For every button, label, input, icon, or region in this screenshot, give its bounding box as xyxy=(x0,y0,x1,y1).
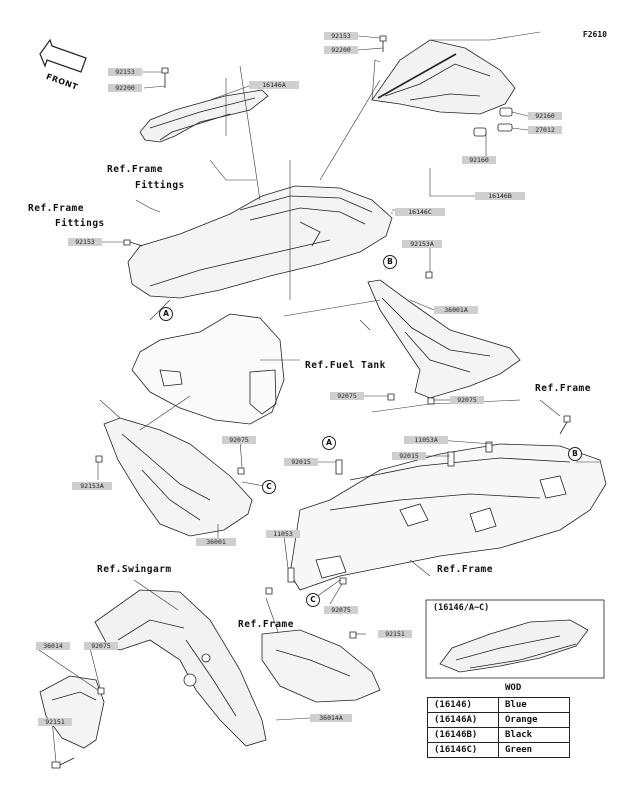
legend-code: (16146) xyxy=(427,697,499,713)
legend-row: (16146) Blue xyxy=(427,697,570,713)
part-label: 36014 xyxy=(36,642,70,650)
callout-marker: C xyxy=(262,480,276,494)
ref-label: Ref.Frame xyxy=(107,164,163,175)
callout-marker: A xyxy=(322,436,336,450)
part-label: 92151 xyxy=(378,630,412,638)
inset-box xyxy=(425,599,605,679)
callout-marker: C xyxy=(306,593,320,607)
part-label: 92153A xyxy=(72,482,112,490)
part-label: 27012 xyxy=(528,126,562,134)
legend-color: Green xyxy=(498,742,570,758)
color-legend-table: (16146) Blue (16146A) Orange (16146B) Bl… xyxy=(427,697,570,758)
part-label: 92075 xyxy=(450,396,484,404)
callout-marker: B xyxy=(383,255,397,269)
inset-title: (16146/A~C) xyxy=(433,603,490,613)
part-label: 36014A xyxy=(310,714,352,722)
legend-code: (16146C) xyxy=(427,742,499,758)
diagram-id: F2610 xyxy=(582,30,607,39)
ref-label: Ref.Frame xyxy=(437,564,493,575)
side-cover-right xyxy=(367,279,521,399)
leader-lines xyxy=(35,31,600,763)
part-label: 92015 xyxy=(392,452,426,460)
chain-guard-36014 xyxy=(39,675,105,749)
legend-row: (16146C) Green xyxy=(427,742,570,758)
part-label: 16146A xyxy=(249,81,299,89)
legend-row: (16146A) Orange xyxy=(427,712,570,728)
ref-label: Fittings xyxy=(55,218,105,229)
bolt-icons xyxy=(51,35,571,769)
swingarm xyxy=(94,589,267,747)
ref-label: Fittings xyxy=(135,180,185,191)
pad-92160-icon xyxy=(499,107,513,117)
part-label: 92200 xyxy=(108,84,142,92)
part-label: 16146B xyxy=(475,192,525,200)
seat-cowl-tail-piece xyxy=(371,39,516,115)
part-label: 92200 xyxy=(324,46,358,54)
part-label: 92075 xyxy=(84,642,118,650)
legend-code: (16146B) xyxy=(427,727,499,743)
legend-row: (16146B) Black xyxy=(427,727,570,743)
part-label: 92160 xyxy=(462,156,496,164)
part-label: 92153 xyxy=(68,238,102,246)
legend-color: Black xyxy=(498,727,570,743)
part-label: 36001 xyxy=(196,538,236,546)
front-arrow-icon xyxy=(39,38,87,73)
ref-label: Ref.Swingarm xyxy=(97,564,172,575)
part-label: 11053A xyxy=(404,436,448,444)
part-label: 36001A xyxy=(434,306,478,314)
part-label: 92153A xyxy=(402,240,442,248)
callout-marker: B xyxy=(568,447,582,461)
chain-guard-36014a xyxy=(261,629,381,703)
ref-label: Ref.Frame xyxy=(28,203,84,214)
legend-title: WOD xyxy=(505,683,522,693)
ref-label: Ref.Frame xyxy=(535,383,591,394)
part-label: 92151 xyxy=(38,718,72,726)
part-label: 92075 xyxy=(222,436,256,444)
part-label: 16146C xyxy=(395,208,445,216)
part-label: 92075 xyxy=(330,392,364,400)
part-label: 92075 xyxy=(324,606,358,614)
ref-label: Ref.Frame xyxy=(238,619,294,630)
legend-color: Orange xyxy=(498,712,570,728)
part-label: 92160 xyxy=(528,112,562,120)
legend-color: Blue xyxy=(498,697,570,713)
callout-marker: A xyxy=(159,307,173,321)
part-label: 11053 xyxy=(266,530,300,538)
side-cover-left xyxy=(103,417,253,537)
fuel-tank-outline xyxy=(131,313,285,425)
seat-cowl-front-piece xyxy=(139,89,269,143)
pad-27012-icon xyxy=(497,123,513,132)
legend-code: (16146A) xyxy=(427,712,499,728)
frame-assembly xyxy=(289,443,607,591)
part-label: 92153 xyxy=(324,32,358,40)
ref-label: Ref.Fuel Tank xyxy=(305,360,386,371)
part-label: 92153 xyxy=(108,68,142,76)
part-label: 92015 xyxy=(284,458,318,466)
pad-92160b-icon xyxy=(473,127,487,137)
seat-cowl-main xyxy=(127,185,393,299)
